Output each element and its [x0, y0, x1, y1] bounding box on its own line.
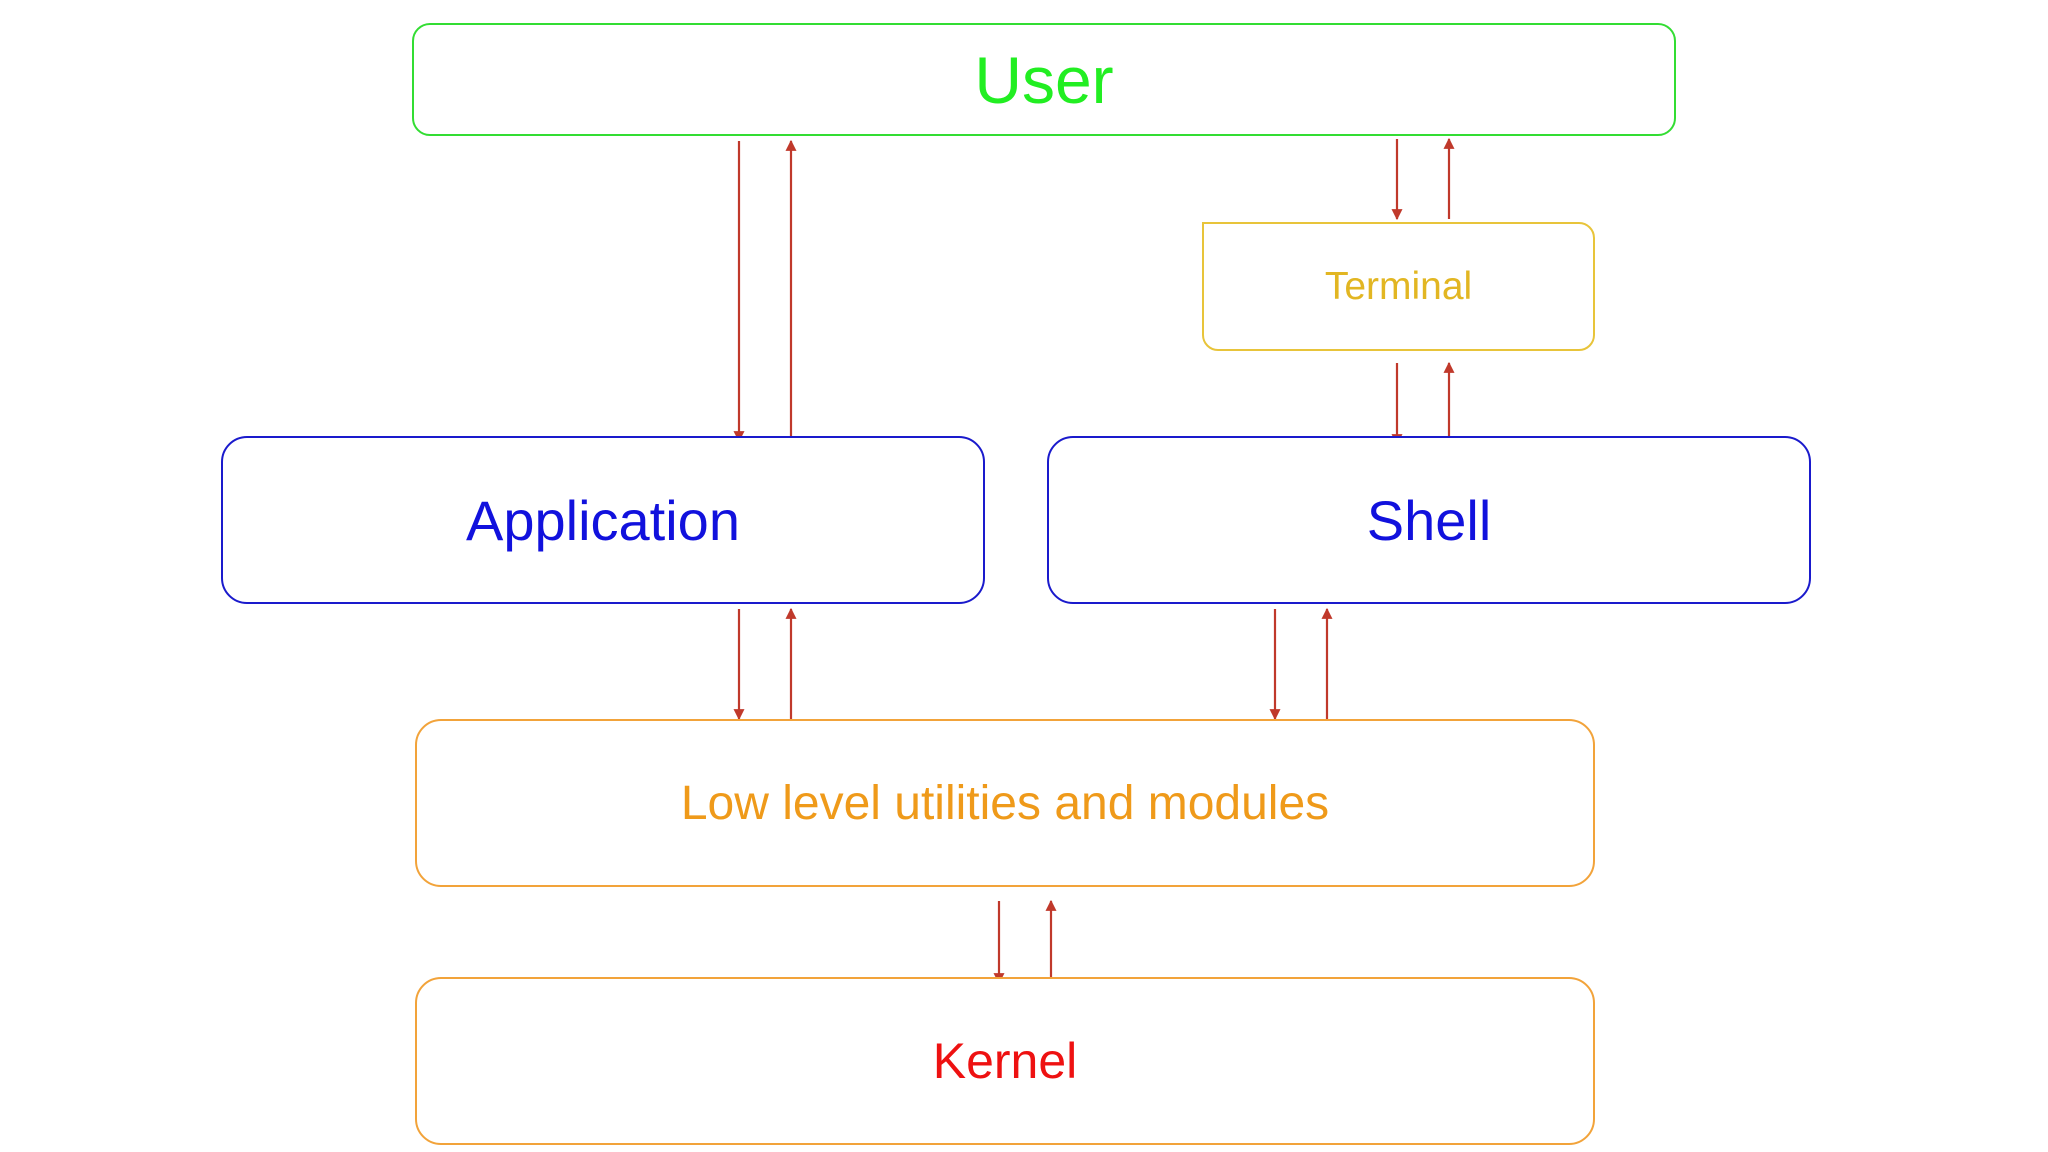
- terminal-box: Terminal: [1202, 222, 1595, 351]
- shell-box: Shell: [1047, 436, 1811, 604]
- shell-label: Shell: [1366, 488, 1492, 552]
- utilities-label: Low level utilities and modules: [680, 776, 1330, 830]
- application-label: Application: [466, 488, 740, 552]
- application-box: Application: [221, 436, 985, 604]
- user-box: User: [412, 23, 1676, 136]
- kernel-box: Kernel: [415, 977, 1595, 1145]
- utilities-box: Low level utilities and modules: [415, 719, 1595, 887]
- terminal-label: Terminal: [1324, 264, 1473, 308]
- user-label: User: [974, 42, 1114, 117]
- kernel-label: Kernel: [932, 1033, 1078, 1089]
